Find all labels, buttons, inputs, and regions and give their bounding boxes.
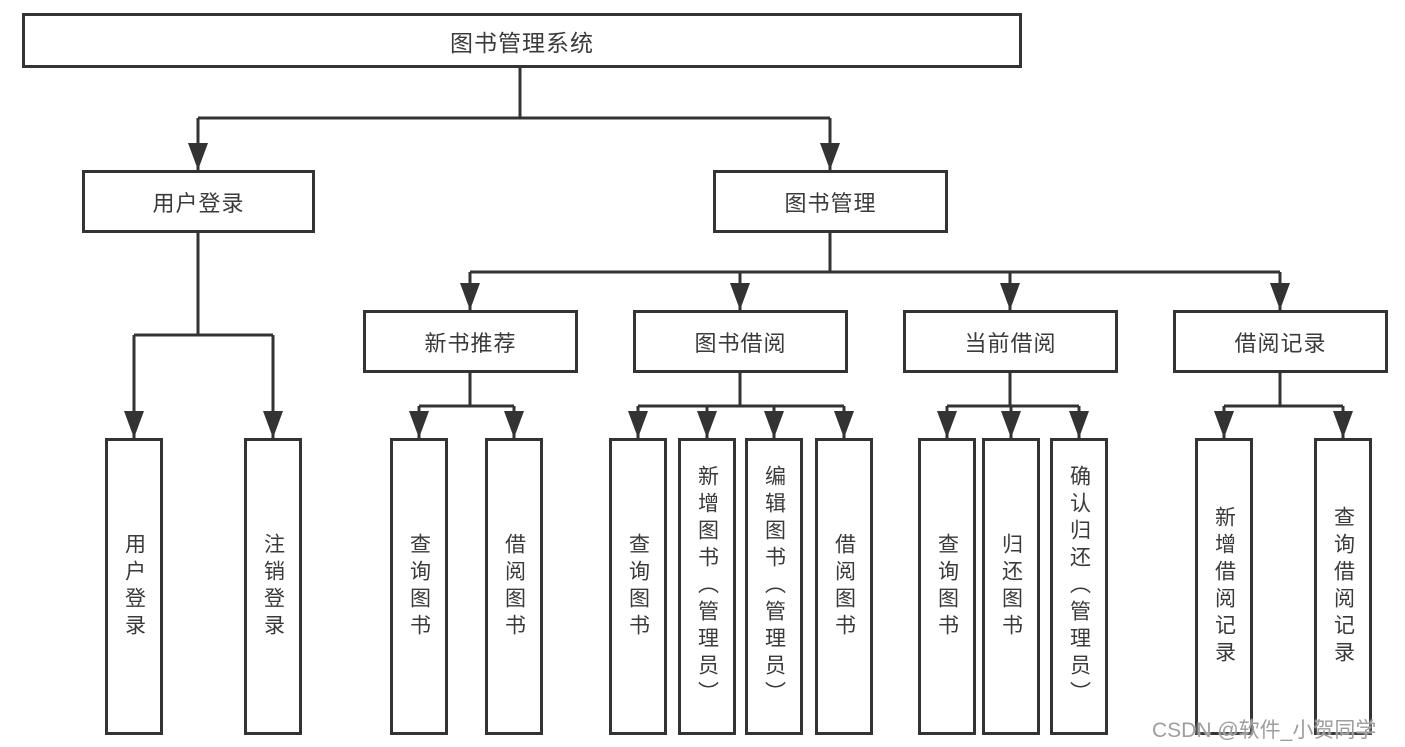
node-book-borrow-label: 图书借阅 xyxy=(694,330,787,356)
leaf-newbook-borrow-books-label: 借阅图书 xyxy=(502,532,526,641)
leaf-logout-label: 注销登录 xyxy=(261,532,285,641)
leaf-newbook-borrow-books: 借阅图书 xyxy=(485,438,543,735)
node-current-borrow-label: 当前借阅 xyxy=(964,330,1057,356)
leaf-borrow-query-books: 查询图书 xyxy=(609,438,667,735)
node-user-login: 用户登录 xyxy=(82,170,315,233)
node-borrow-records: 借阅记录 xyxy=(1173,310,1388,373)
leaf-records-add-record: 新增借阅记录 xyxy=(1195,438,1253,735)
leaf-records-add-record-label: 新增借阅记录 xyxy=(1212,505,1236,668)
node-user-login-label: 用户登录 xyxy=(152,190,245,216)
node-book-borrow: 图书借阅 xyxy=(633,310,848,373)
leaf-newbook-query-books: 查询图书 xyxy=(390,438,448,735)
leaf-borrow-add-books-admin-label: 新增图书（管理员） xyxy=(695,465,719,708)
node-book-management: 图书管理 xyxy=(713,170,948,233)
csdn-watermark: CSDN @软件_小贺同学 xyxy=(1152,719,1377,742)
leaf-current-confirm-return-admin-label: 确认归还（管理员） xyxy=(1067,465,1091,708)
leaf-borrow-borrow-books: 借阅图书 xyxy=(815,438,873,735)
node-borrow-records-label: 借阅记录 xyxy=(1234,330,1327,356)
leaf-current-query-books-label: 查询图书 xyxy=(935,532,959,641)
leaf-records-query-record: 查询借阅记录 xyxy=(1314,438,1372,735)
leaf-newbook-query-books-label: 查询图书 xyxy=(407,532,431,641)
leaf-user-login: 用户登录 xyxy=(105,438,163,735)
node-new-book-recommend-label: 新书推荐 xyxy=(424,330,517,356)
leaf-current-return-books-label: 归还图书 xyxy=(999,532,1023,641)
node-book-management-label: 图书管理 xyxy=(784,190,877,216)
leaf-current-confirm-return-admin: 确认归还（管理员） xyxy=(1050,438,1108,735)
leaf-borrow-query-books-label: 查询图书 xyxy=(626,532,650,641)
leaf-borrow-add-books-admin: 新增图书（管理员） xyxy=(678,438,736,735)
leaf-borrow-borrow-books-label: 借阅图书 xyxy=(832,532,856,641)
node-current-borrow: 当前借阅 xyxy=(903,310,1118,373)
leaf-current-query-books: 查询图书 xyxy=(918,438,976,735)
node-root: 图书管理系统 xyxy=(22,13,1022,68)
leaf-current-return-books: 归还图书 xyxy=(982,438,1040,735)
leaf-logout: 注销登录 xyxy=(244,438,302,735)
node-root-label: 图书管理系统 xyxy=(450,29,594,56)
leaf-records-query-record-label: 查询借阅记录 xyxy=(1331,505,1355,668)
leaf-user-login-label: 用户登录 xyxy=(122,532,146,641)
node-new-book-recommend: 新书推荐 xyxy=(363,310,578,373)
leaf-borrow-edit-books-admin-label: 编辑图书（管理员） xyxy=(762,465,786,708)
leaf-borrow-edit-books-admin: 编辑图书（管理员） xyxy=(745,438,803,735)
